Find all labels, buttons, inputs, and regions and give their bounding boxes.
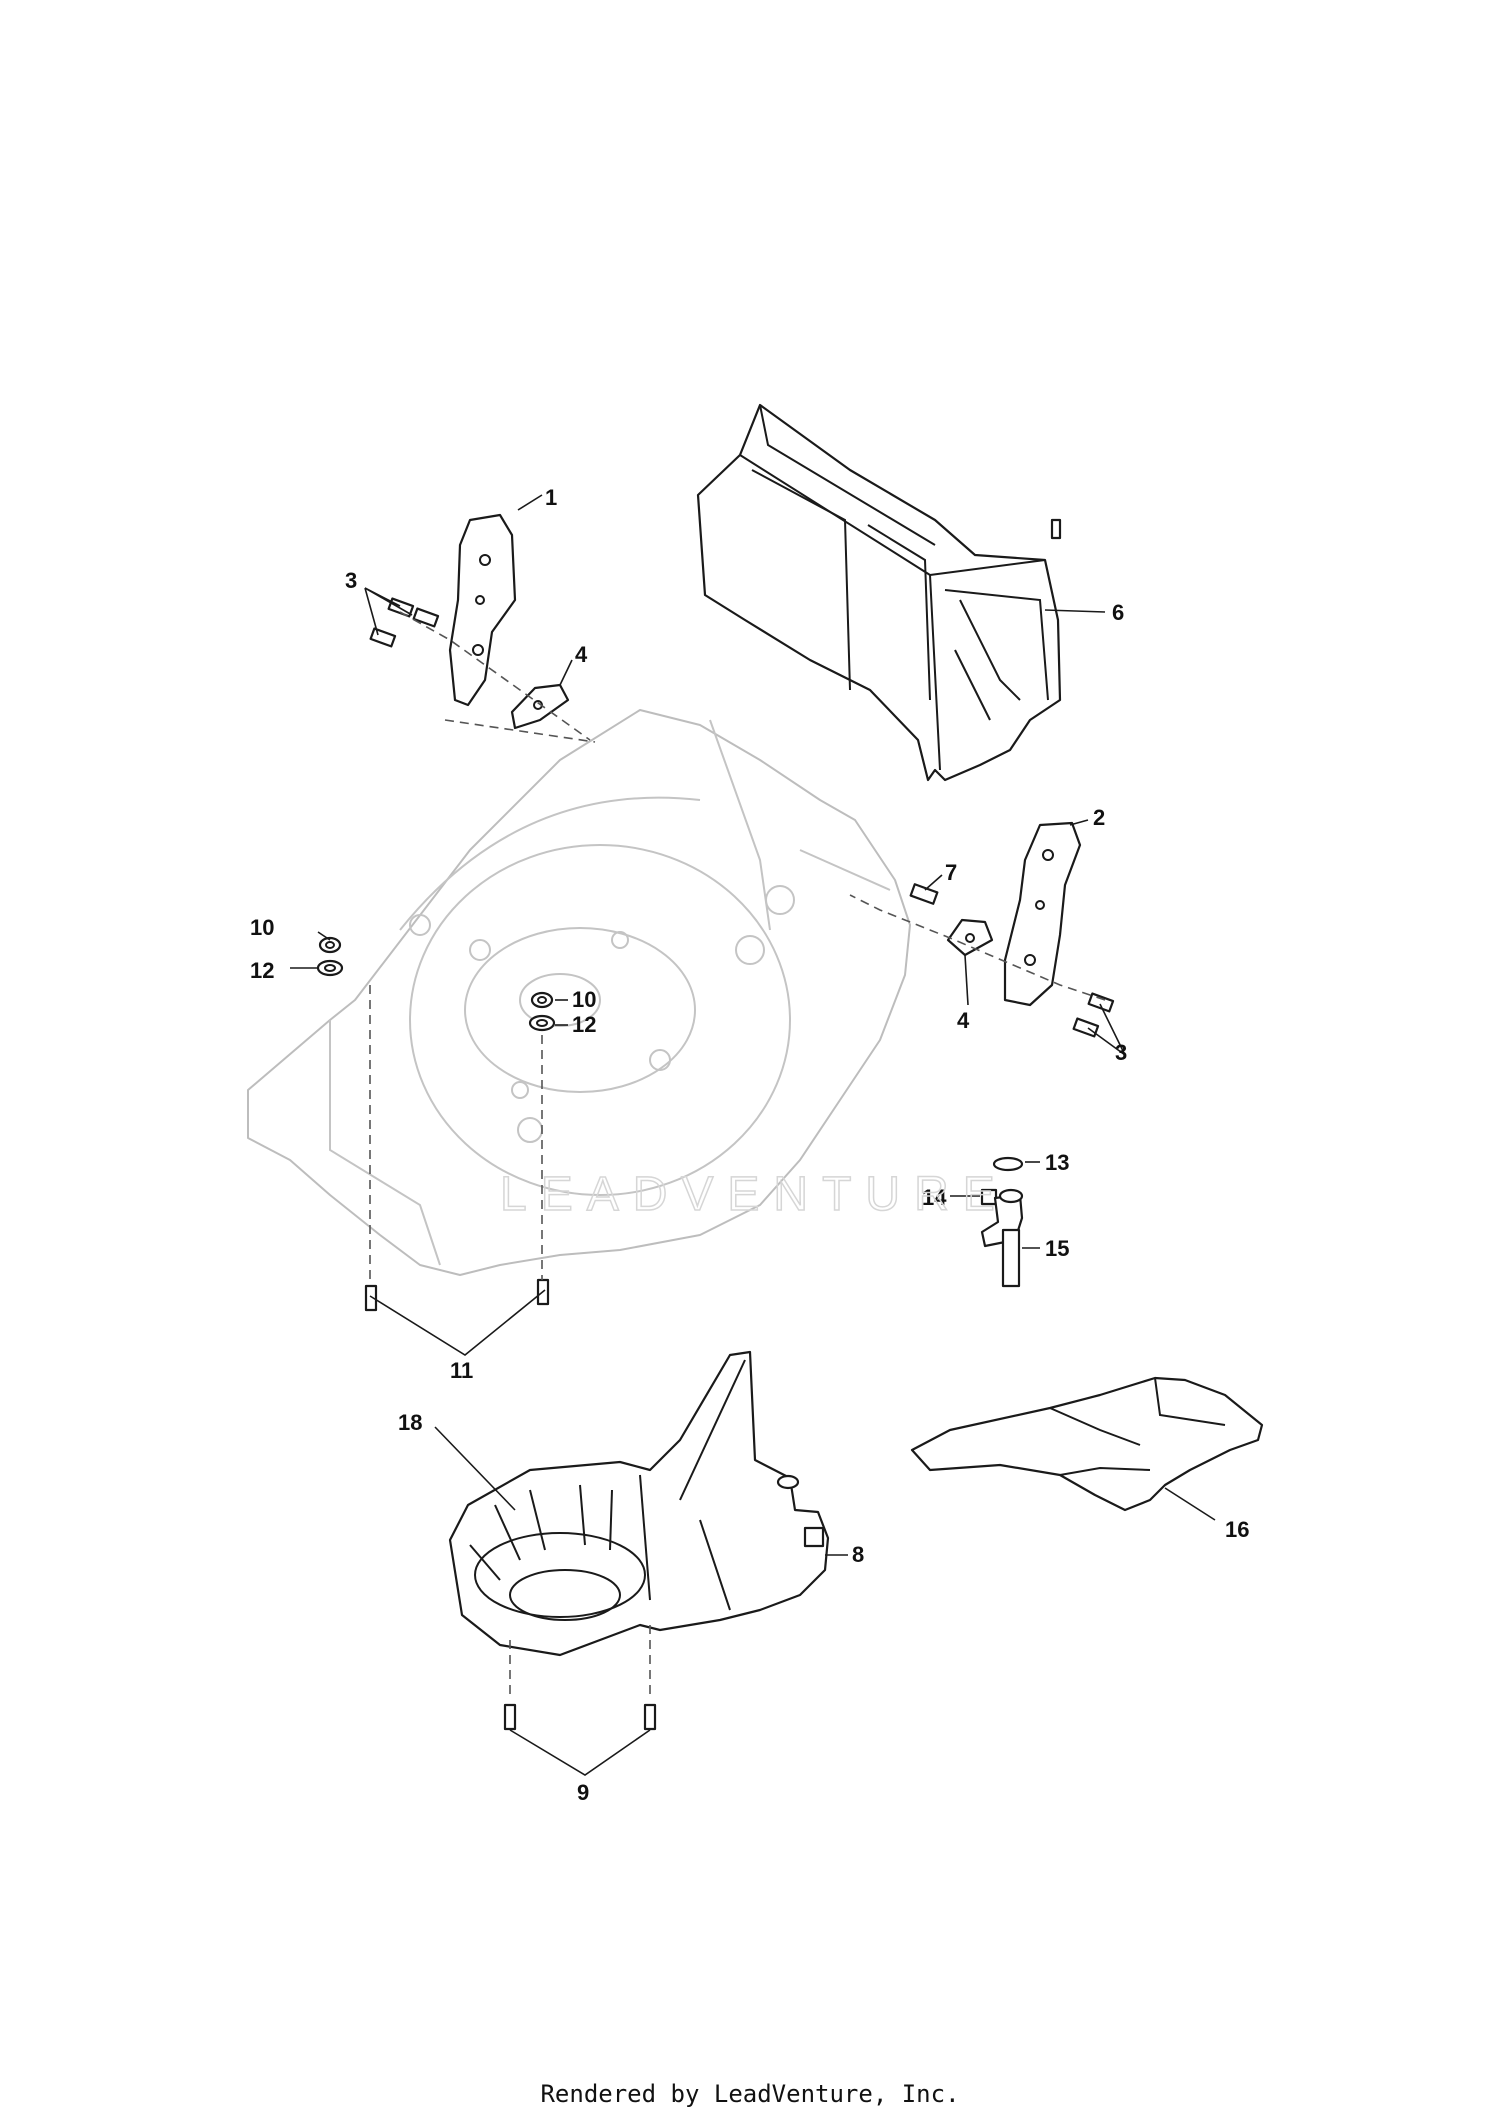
screw-3-left-c xyxy=(369,627,397,648)
leader-lines xyxy=(290,494,1216,1776)
screw-3-right-b xyxy=(1072,1017,1100,1038)
washer-12-center xyxy=(528,1014,556,1032)
washer-13 xyxy=(992,1156,1024,1172)
spring-clip-left xyxy=(510,683,570,730)
callout-3-right: 3 xyxy=(1115,1040,1127,1065)
nut-10-left xyxy=(318,936,342,954)
watermark: LEADVENTURE xyxy=(500,1168,1009,1221)
screw-7 xyxy=(909,883,939,905)
hinge-plate-right xyxy=(1003,821,1082,1007)
callout-6: 6 xyxy=(1112,600,1124,625)
callout-12-left: 12 xyxy=(250,958,274,983)
baffle-housing xyxy=(448,1350,830,1657)
grass-bag-frame xyxy=(696,403,1062,782)
callout-4-right: 4 xyxy=(957,1008,970,1033)
mulch-plug xyxy=(910,1376,1264,1512)
callout-14: 14 xyxy=(922,1185,947,1210)
callout-10-left: 10 xyxy=(250,915,274,940)
nut-10-center xyxy=(530,991,554,1009)
screw-11-left xyxy=(364,1284,378,1312)
screw-3-left-b xyxy=(412,607,440,628)
footer-credit: Rendered by LeadVenture, Inc. xyxy=(540,2080,960,2108)
callout-2: 2 xyxy=(1093,805,1105,830)
callout-18: 18 xyxy=(398,1410,422,1435)
screw-9-right xyxy=(643,1703,657,1731)
callout-8: 8 xyxy=(852,1542,864,1567)
callout-11: 11 xyxy=(450,1358,473,1383)
callout-13: 13 xyxy=(1045,1150,1069,1175)
hinge-plate-left xyxy=(448,513,517,707)
callout-15: 15 xyxy=(1045,1236,1069,1261)
mower-deck-housing xyxy=(247,709,911,1276)
callout-10-center: 10 xyxy=(572,987,596,1012)
spring-clip-right xyxy=(946,918,994,957)
callout-12-center: 12 xyxy=(572,1012,596,1037)
screw-9-left xyxy=(503,1703,517,1731)
callout-7: 7 xyxy=(945,860,957,885)
washer-12-left xyxy=(316,959,344,977)
callout-16: 16 xyxy=(1225,1517,1249,1542)
callout-3-left: 3 xyxy=(345,568,357,593)
callout-1: 1 xyxy=(545,485,557,510)
callout-labels: 1 2 3 3 4 4 6 7 8 9 10 10 11 12 12 13 14… xyxy=(250,485,1249,1805)
callout-9: 9 xyxy=(577,1780,589,1805)
axle-arm-15 xyxy=(980,1188,1024,1288)
assembly-lines xyxy=(369,611,1106,1700)
screw-3-right-a xyxy=(1087,992,1115,1013)
callout-4-left: 4 xyxy=(575,642,588,667)
